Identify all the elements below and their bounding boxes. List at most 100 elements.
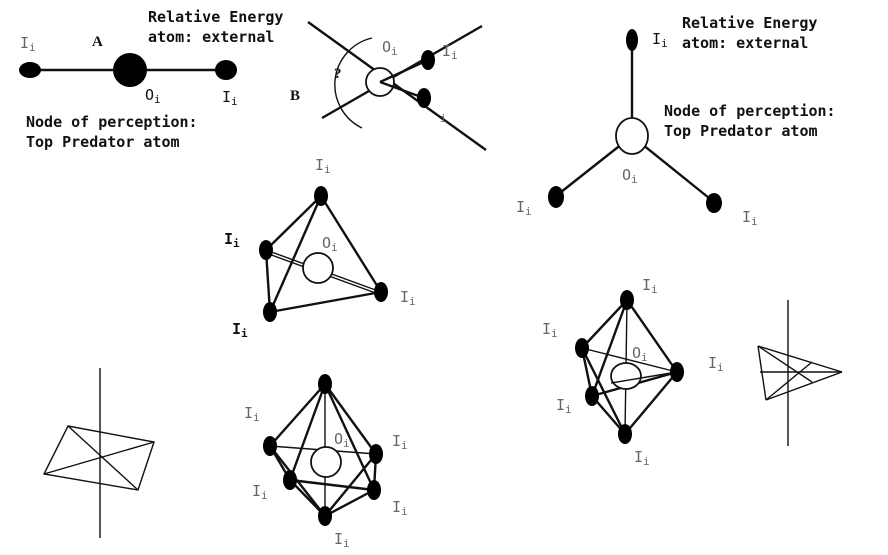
ligand-atom <box>585 386 599 406</box>
ligand-label: Ii <box>232 320 248 340</box>
bent-geometry-b: Oi Ii i ? B <box>290 21 487 151</box>
ligand-label: Ii <box>652 30 668 50</box>
tetrahedral-geometry: Ii Oi Ii Ii Ii <box>224 156 416 340</box>
ligand-label: Ii <box>556 396 572 416</box>
edge <box>757 345 843 373</box>
ligand-atom <box>263 302 277 322</box>
trigonal-planar-geometry: Ii Oi Ii Ii <box>516 29 758 228</box>
edge <box>626 299 678 373</box>
ligand-label: Ii <box>252 482 268 502</box>
ligand-label: Ii <box>642 276 658 296</box>
central-atom-label: Oi <box>632 344 648 364</box>
ligand-label: Ii <box>708 354 724 374</box>
edge <box>319 195 383 293</box>
angle-arc <box>334 37 373 129</box>
ligand-label: Ii <box>634 448 650 468</box>
edge <box>610 371 678 384</box>
linear-geometry-a: Ii A Oi Ii <box>19 34 238 108</box>
ligand-atom <box>374 282 388 302</box>
cross-line <box>307 21 487 151</box>
ligand-label: Ii <box>334 530 350 550</box>
ligand-atom <box>215 60 237 80</box>
central-atom-label: Oi <box>622 166 638 186</box>
edge <box>591 395 626 435</box>
ligand-atom <box>263 436 277 456</box>
node-of-perception-label: Node of perception: <box>26 113 198 131</box>
square-planar-wireframe <box>42 368 155 538</box>
ligand-label: Ii <box>222 88 238 108</box>
central-atom <box>113 53 147 87</box>
relative-energy-label: Relative Energy <box>682 14 817 32</box>
trigonal-bipyramidal-geometry: Ii Oi Ii Ii Ii Ii <box>542 276 724 468</box>
label-b: B <box>290 88 300 104</box>
top-predator-label: Top Predator atom <box>664 122 818 140</box>
edge <box>765 371 843 401</box>
ligand-label: Ii <box>442 42 458 62</box>
ligand-atom <box>19 62 41 78</box>
ligand-atom <box>618 424 632 444</box>
edge <box>289 479 326 517</box>
central-atom <box>310 446 342 478</box>
ligand-atom <box>626 29 638 51</box>
edge <box>581 299 628 349</box>
central-atom <box>302 252 334 284</box>
atom-external-label: atom: external <box>148 28 274 46</box>
ligand-atom <box>575 338 589 358</box>
ligand-label: Ii <box>20 34 36 54</box>
node-of-perception-label: Node of perception: <box>664 102 836 120</box>
central-atom <box>615 117 649 155</box>
ligand-atom <box>620 290 634 310</box>
edge <box>268 195 323 313</box>
edge <box>264 249 272 313</box>
top-predator-label: Top Predator atom <box>26 133 180 151</box>
diagonal <box>67 425 139 491</box>
central-atom-label: Oi <box>145 86 161 106</box>
central-atom-label: Oi <box>382 38 398 58</box>
edge <box>265 195 322 251</box>
octahedral-geometry: Ii Oi Ii Ii Ii Ii <box>244 374 408 550</box>
ligand-atom <box>367 480 381 500</box>
ligand-atom <box>259 240 273 260</box>
edge <box>288 383 327 481</box>
edge <box>289 478 375 492</box>
ligand-atom <box>369 444 383 464</box>
edge <box>324 453 377 517</box>
angle-question-mark: ? <box>334 66 342 82</box>
ligand-label: Ii <box>542 320 558 340</box>
ligand-label: i <box>440 112 447 125</box>
edge <box>269 290 382 314</box>
central-atom-label: Oi <box>334 430 350 450</box>
ligand-label: Ii <box>400 288 416 308</box>
edge <box>757 345 813 383</box>
ligand-label: Ii <box>315 156 331 176</box>
ligand-label: Ii <box>742 208 758 228</box>
ligand-atom <box>318 506 332 526</box>
ligand-atom <box>314 186 328 206</box>
ligand-atom <box>548 186 564 208</box>
central-atom-label: Oi <box>322 234 338 254</box>
bond <box>379 58 429 84</box>
diagonal <box>43 441 155 475</box>
ligand-label: Ii <box>244 404 260 424</box>
edge <box>765 361 813 401</box>
central-atom <box>610 362 642 390</box>
atom-external-label: atom: external <box>682 34 808 52</box>
ligand-atom <box>421 50 435 70</box>
bond <box>379 80 425 100</box>
edge <box>323 383 376 491</box>
ligand-label: Ii <box>516 198 532 218</box>
edge <box>757 345 767 401</box>
ligand-atom <box>318 374 332 394</box>
ligand-label: Ii <box>224 230 240 250</box>
edge <box>580 347 627 435</box>
relative-energy-label: Relative Energy <box>148 8 283 26</box>
ligand-label: Ii <box>392 498 408 518</box>
ligand-atom <box>283 470 297 490</box>
ligand-atom <box>670 362 684 382</box>
edge <box>324 383 377 455</box>
ligand-atom <box>706 193 722 213</box>
trigonal-bipyramid-wireframe <box>757 300 843 446</box>
ligand-atom <box>417 88 431 108</box>
